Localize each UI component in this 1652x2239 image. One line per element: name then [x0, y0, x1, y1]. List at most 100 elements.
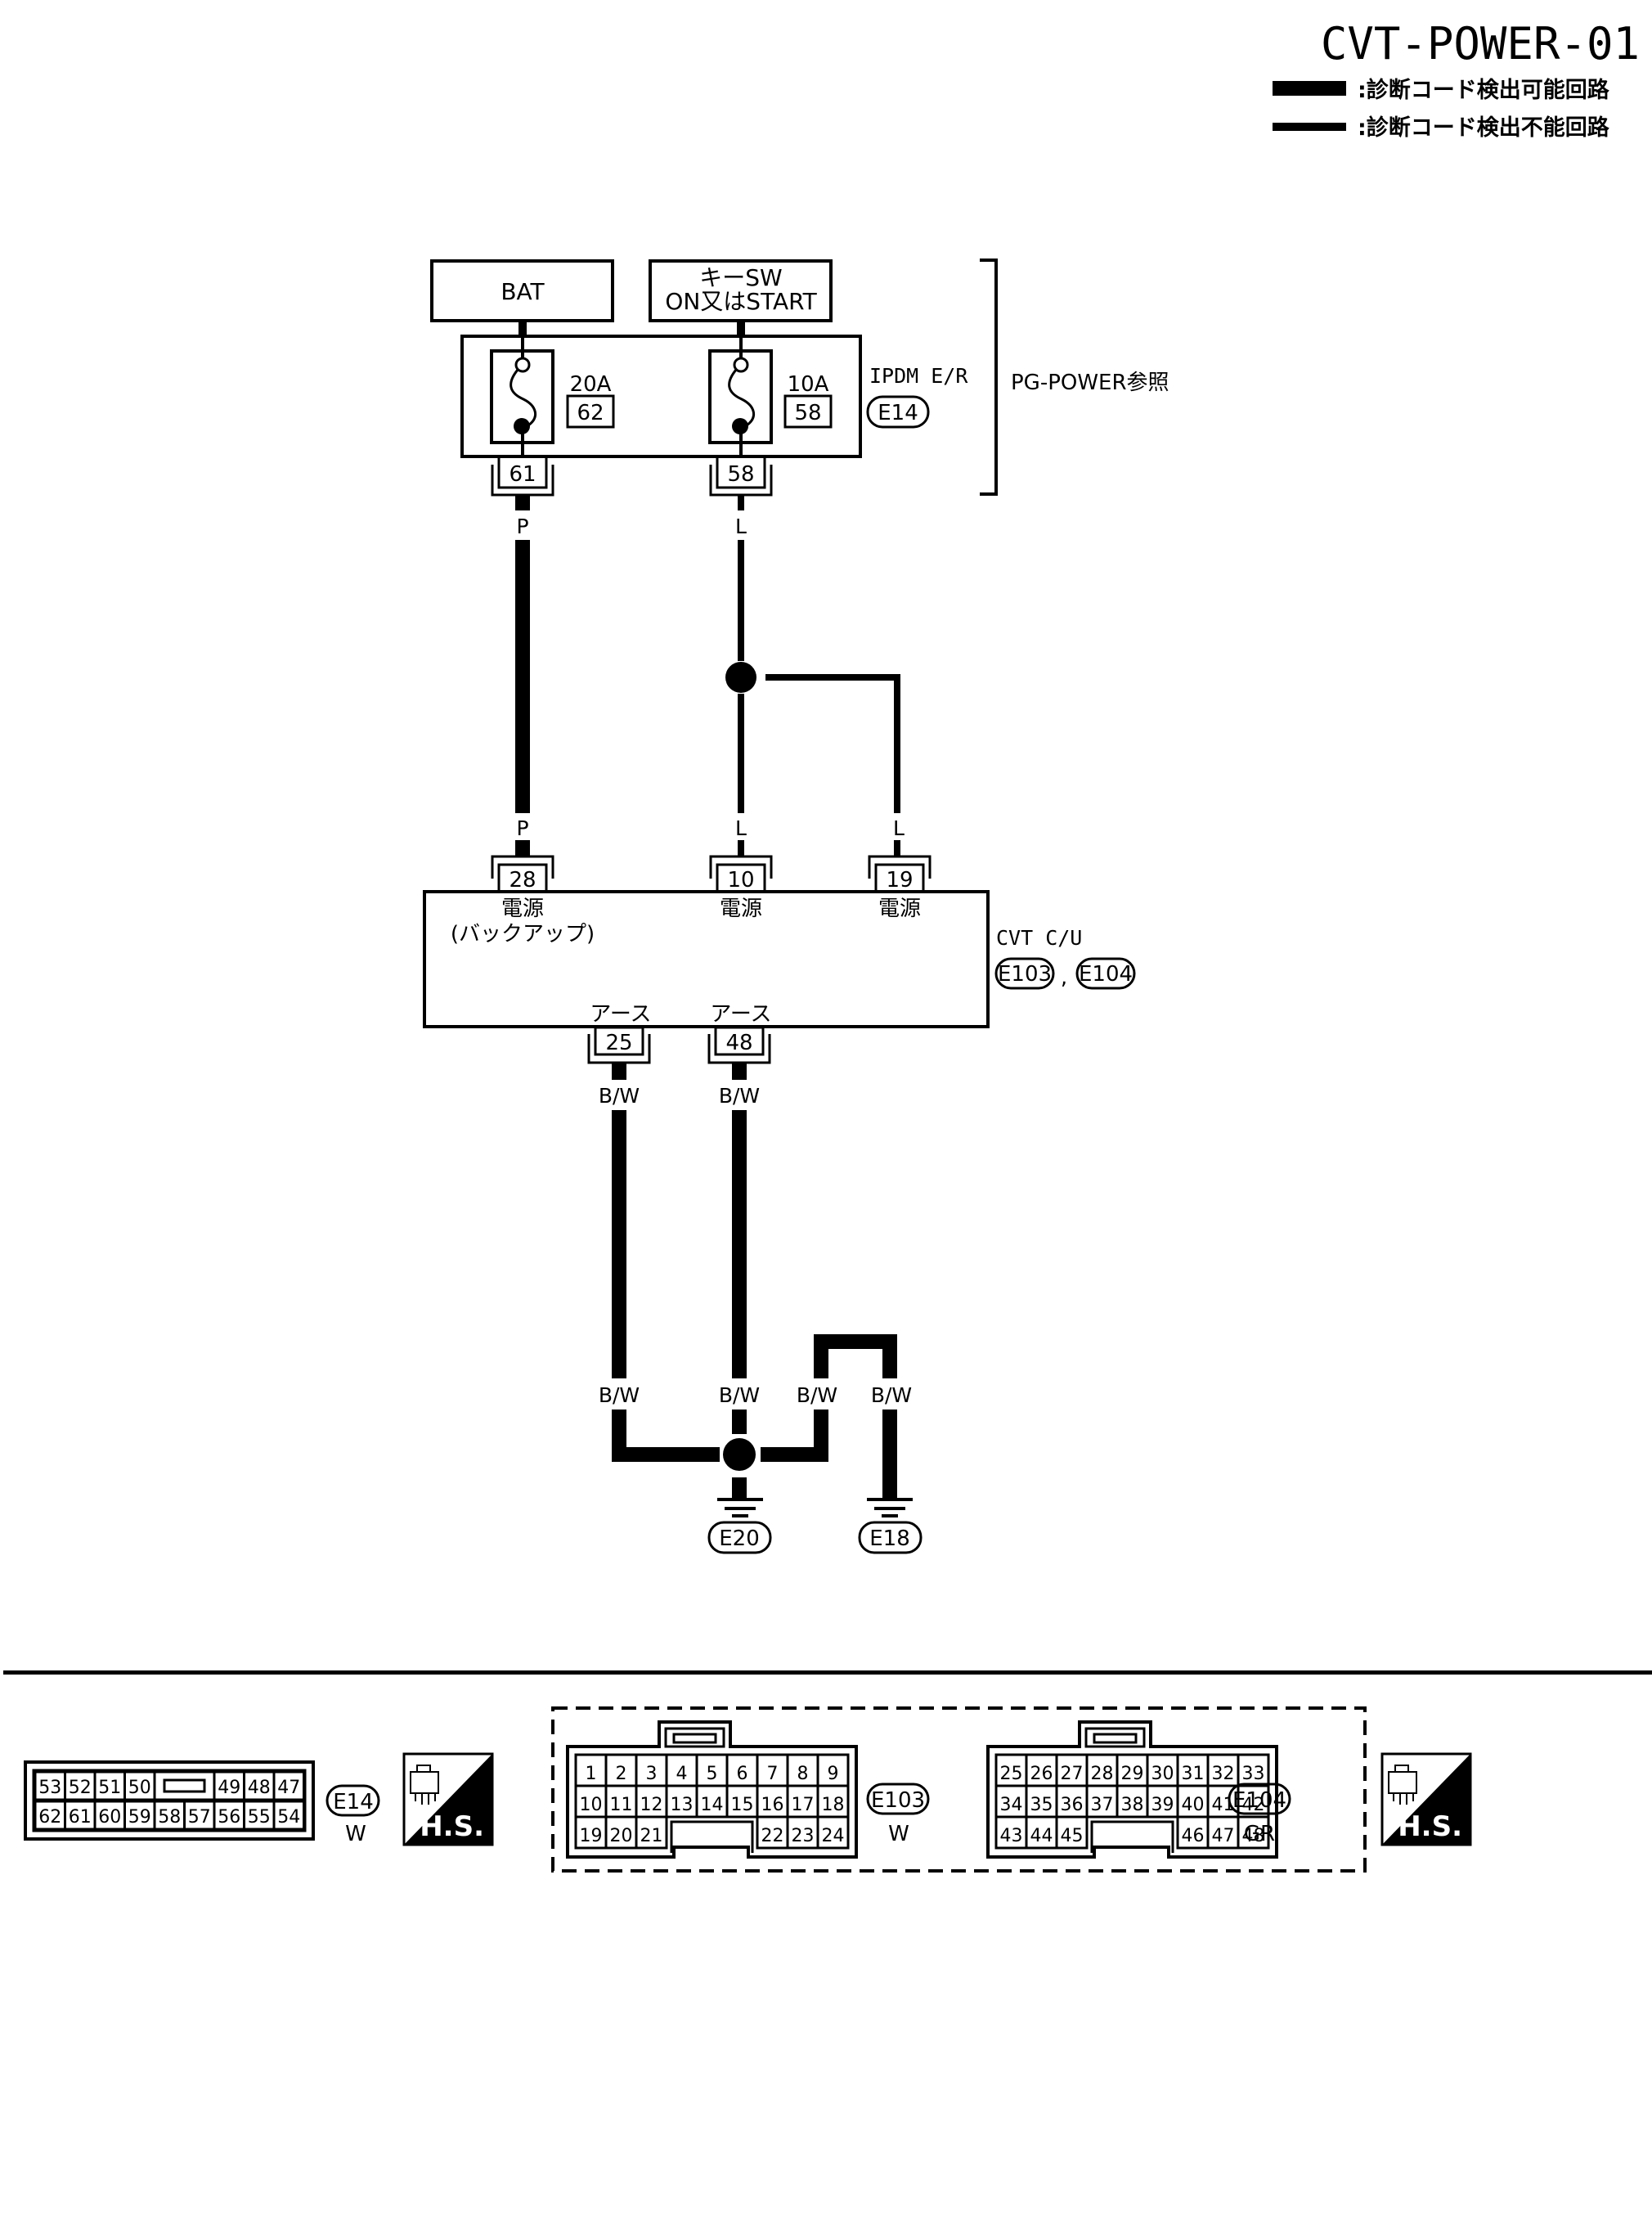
connector-pin-cell: 46 — [1176, 1815, 1210, 1850]
ground-splice-point — [723, 1438, 756, 1471]
connector-pin-cell: 50 — [123, 1770, 156, 1801]
connector-pin-cell: 14 — [695, 1784, 729, 1819]
connector-pin-cell: 45 — [1055, 1815, 1089, 1850]
pin-number: 40 — [1182, 1795, 1205, 1815]
cvt-pin-48: 48 — [707, 1026, 771, 1064]
connector-pin-cell: 60 — [93, 1800, 126, 1831]
pin-number: 25 — [1000, 1764, 1023, 1784]
wire-l: L L L — [725, 496, 905, 856]
wire-color-label: L — [735, 515, 747, 538]
pin-number: 49 — [218, 1778, 240, 1798]
dashed-group-frame — [551, 1706, 1367, 1873]
connector-pin-cell: 3 — [635, 1753, 668, 1787]
diagram-title: CVT-POWER-01 — [1321, 18, 1640, 70]
connector-pin-cell: 27 — [1055, 1753, 1089, 1787]
connector-pin-cell: 36 — [1055, 1784, 1089, 1819]
key-sw-label: キーSW — [699, 264, 782, 291]
cvt-pin-19: 19 — [868, 855, 931, 893]
fuse-20a: 20A 62 — [490, 349, 615, 456]
connector-pin-cell: 47 — [1206, 1815, 1240, 1850]
pin-number: 53 — [38, 1778, 61, 1798]
svg-text:61: 61 — [509, 462, 536, 487]
connector-pin-cell: 18 — [816, 1784, 850, 1819]
pin-number: 57 — [188, 1807, 211, 1828]
connector-pin-cell: 9 — [816, 1753, 850, 1787]
connector-pin-cell: 16 — [756, 1784, 789, 1819]
pin-number: 46 — [1182, 1826, 1205, 1846]
pin-number: 24 — [822, 1826, 845, 1846]
connector-pin-cell: 39 — [1146, 1784, 1179, 1819]
wire-color-label: B/W — [599, 1383, 640, 1407]
wire-color-label: B/W — [719, 1084, 760, 1108]
pin-number: 56 — [218, 1807, 240, 1828]
connector-pin-cell: 35 — [1025, 1784, 1058, 1819]
connector-pin-cell: 58 — [153, 1800, 186, 1831]
pin-number: 21 — [640, 1826, 663, 1846]
ground-symbol-icon — [867, 1498, 913, 1517]
connector-pin-cell: 34 — [994, 1784, 1028, 1819]
connector-pin-cell: 44 — [1025, 1815, 1058, 1850]
pin-number: 22 — [761, 1826, 784, 1846]
pin-number: 5 — [707, 1764, 718, 1784]
svg-text:E104: E104 — [1079, 962, 1133, 987]
pin-number: 16 — [761, 1795, 784, 1815]
pin-number: 51 — [98, 1778, 121, 1798]
pin-function-label: アース — [590, 1002, 651, 1027]
svg-text:,: , — [1061, 965, 1067, 990]
bat-source: BAT — [430, 259, 614, 322]
fuse-number: 62 — [577, 401, 604, 425]
fuse-rating: 10A — [788, 372, 829, 397]
svg-text:E14: E14 — [333, 1790, 374, 1814]
connector-pin-cell: 61 — [64, 1800, 97, 1831]
cvt-control-unit: 電源 (バックアップ) 電源 電源 アース アース CVT C/U E103 ,… — [423, 890, 1136, 1028]
pin-number: 28 — [1091, 1764, 1114, 1784]
pin-number: 6 — [737, 1764, 748, 1784]
ground-symbol-icon — [717, 1498, 763, 1517]
ground-badge-e18 — [858, 1521, 923, 1554]
connector-pin-cell: 55 — [243, 1800, 276, 1831]
pin-number: 43 — [1000, 1826, 1023, 1846]
pin-number: 13 — [671, 1795, 694, 1815]
connector-badge-e104 — [1075, 957, 1136, 990]
pin-number: 12 — [640, 1795, 663, 1815]
fuse-10a: 10A 58 — [708, 349, 833, 456]
bat-label: BAT — [501, 278, 545, 305]
connector-pin-cell: 22 — [756, 1815, 789, 1850]
pin-number: 32 — [1212, 1764, 1235, 1784]
svg-text:E103: E103 — [998, 962, 1052, 987]
pin-number: 3 — [646, 1764, 658, 1784]
wire-color-label: B/W — [719, 1383, 760, 1407]
reference-bracket: PG-POWER参照 — [980, 259, 1169, 496]
svg-text:28: 28 — [509, 868, 536, 892]
connector-pin-cell: 52 — [64, 1770, 97, 1801]
connector-pin-cell: 12 — [635, 1784, 668, 1819]
connector-pin-cell: 7 — [756, 1753, 789, 1787]
ipdm-name: IPDM E/R — [869, 364, 968, 388]
connector-color-code: GR — [1244, 1822, 1275, 1846]
reference-label: PG-POWER参照 — [1011, 371, 1169, 395]
pin-number: 44 — [1030, 1826, 1053, 1846]
pin-number: 18 — [822, 1795, 845, 1815]
pin-number: 17 — [792, 1795, 815, 1815]
pin-number: 29 — [1121, 1764, 1144, 1784]
harness-side-badge-icon: H.S. — [1380, 1752, 1472, 1846]
wire-color-label: L — [735, 816, 747, 840]
pin-number: 48 — [248, 1778, 271, 1798]
connector-badge-e103 — [994, 957, 1055, 990]
connector-pin-cell: 20 — [604, 1815, 638, 1850]
harness-side-label: H.S. — [420, 1810, 484, 1843]
pin-number: 38 — [1121, 1795, 1144, 1815]
connector-pin-cell: 54 — [272, 1800, 305, 1831]
pin-number: 9 — [828, 1764, 839, 1784]
ground-point-id: E18 — [869, 1526, 910, 1551]
connector-pin-cell: 10 — [574, 1784, 608, 1819]
pin-number: 59 — [128, 1807, 151, 1828]
connector-badge-e104-view: E104 GR — [1228, 1783, 1291, 1846]
svg-text:E103: E103 — [871, 1788, 925, 1813]
connector-pin-cell: 11 — [604, 1784, 638, 1819]
connector-pin-cell: 19 — [574, 1815, 608, 1850]
connector-pin-cell: 49 — [213, 1770, 245, 1801]
connector-pin-cell: 17 — [786, 1784, 819, 1819]
pin-number: 39 — [1151, 1795, 1174, 1815]
pin-number: 34 — [1000, 1795, 1023, 1815]
